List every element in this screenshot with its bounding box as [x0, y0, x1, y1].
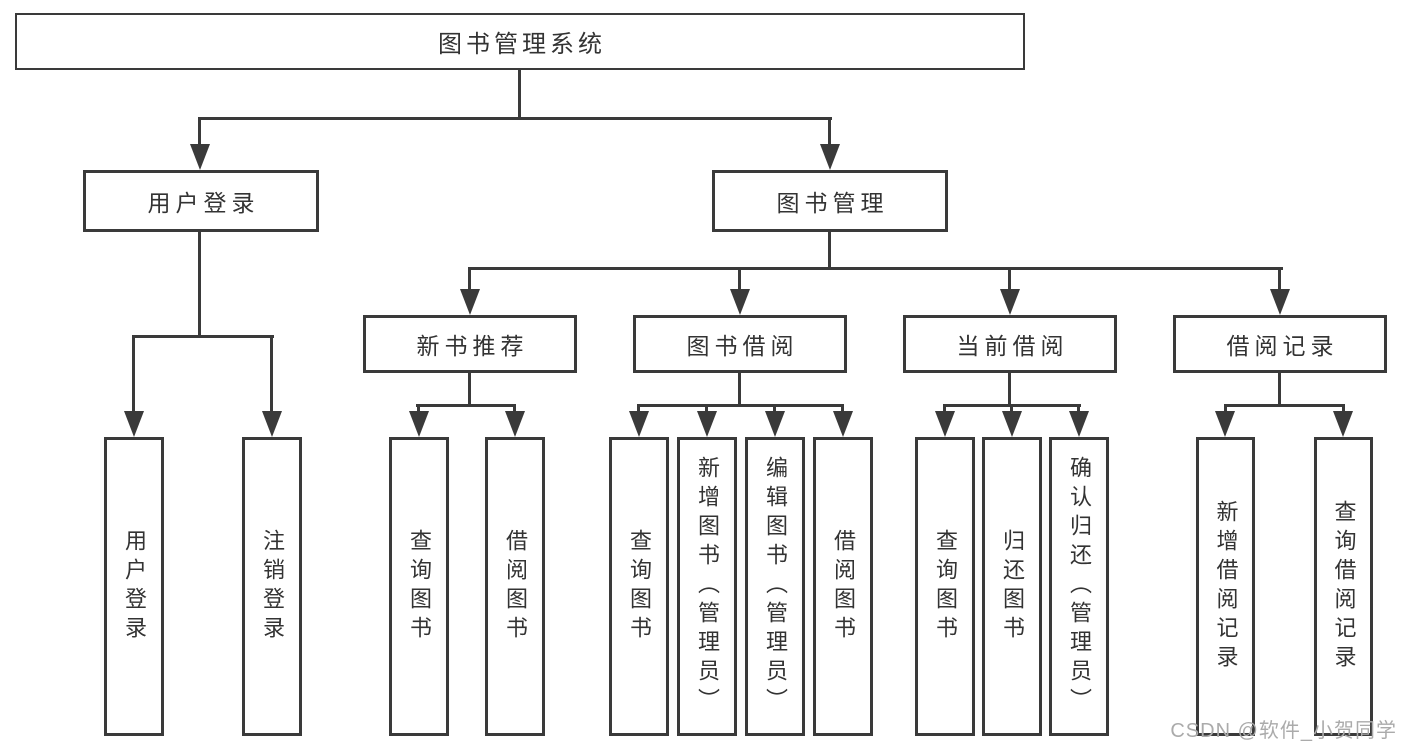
- node-book-management: 图书管理: [712, 170, 948, 232]
- arrowhead-borrow-1: [505, 411, 525, 437]
- node-book-management-label: 图书管理: [776, 190, 889, 216]
- node-borrow-records-label: 借阅记录: [1226, 333, 1339, 359]
- arrowhead-leaf-login: [124, 411, 144, 437]
- arrowhead-leaf-logout: [262, 411, 282, 437]
- arrowhead-borrow-2: [833, 411, 853, 437]
- node-user-login: 用户登录: [83, 170, 319, 232]
- connector-records-stem-1: [1224, 404, 1227, 414]
- leaf-query-books-1: 查询图书: [389, 437, 449, 736]
- connector-mgmt-stem-4: [1278, 267, 1281, 292]
- connector-current-stem-3: [1077, 404, 1080, 414]
- leaf-add-book-admin: 新增图书（管理员）: [677, 437, 737, 736]
- arrowhead-confirm-return: [1069, 411, 1089, 437]
- connector-borrow-stem-1: [637, 404, 640, 414]
- connector-records-v: [1278, 371, 1281, 407]
- leaf-confirm-return-admin: 确认归还（管理员）: [1049, 437, 1109, 736]
- leaf-add-borrow-record: 新增借阅记录: [1196, 437, 1255, 736]
- connector-borrow-stem-4: [841, 404, 844, 414]
- connector-mgmt-stem-3: [1008, 267, 1011, 292]
- node-new-book-recommend: 新书推荐: [363, 315, 577, 373]
- connector-login-v: [198, 230, 201, 337]
- arrowhead-query-record: [1333, 411, 1353, 437]
- arrowhead-book-mgmt: [820, 144, 840, 170]
- leaf-edit-book-admin-label: 编辑图书（管理员）: [763, 456, 788, 717]
- leaf-user-login: 用户登录: [104, 437, 164, 736]
- connector-login-h: [132, 335, 274, 338]
- node-root-label: 图书管理系统: [438, 31, 606, 58]
- arrowhead-query-1: [409, 411, 429, 437]
- node-current-borrow: 当前借阅: [903, 315, 1117, 373]
- connector-mgmt-v: [828, 230, 831, 270]
- arrowhead-user-login: [190, 144, 210, 170]
- leaf-confirm-return-admin-label: 确认归还（管理员）: [1067, 456, 1092, 717]
- arrowhead-edit-book: [765, 411, 785, 437]
- leaf-query-books-2-label: 查询图书: [627, 528, 652, 645]
- leaf-query-books-3: 查询图书: [915, 437, 975, 736]
- node-current-borrow-label: 当前借阅: [956, 333, 1069, 359]
- leaf-add-book-admin-label: 新增图书（管理员）: [695, 456, 720, 717]
- arrowhead-query-2: [629, 411, 649, 437]
- leaf-borrow-books-1: 借阅图书: [485, 437, 545, 736]
- node-borrow-records: 借阅记录: [1173, 315, 1387, 373]
- connector-borrow-stem-3: [773, 404, 776, 414]
- arrowhead-query-3: [935, 411, 955, 437]
- connector-login-stem-2: [270, 335, 273, 413]
- leaf-edit-book-admin: 编辑图书（管理员）: [745, 437, 805, 736]
- connector-records-stem-2: [1342, 404, 1345, 414]
- leaf-borrow-books-2: 借阅图书: [813, 437, 873, 736]
- leaf-logout: 注销登录: [242, 437, 302, 736]
- node-user-login-label: 用户登录: [147, 190, 260, 216]
- leaf-return-books: 归还图书: [982, 437, 1042, 736]
- connector-newbook-v: [468, 371, 471, 407]
- connector-current-v: [1008, 371, 1011, 407]
- arrowhead-return-book: [1002, 411, 1022, 437]
- csdn-watermark: CSDN @软件_小贺同学: [1170, 720, 1397, 742]
- leaf-borrow-books-1-label: 借阅图书: [503, 528, 528, 645]
- connector-newbook-stem-1: [417, 404, 420, 414]
- leaf-query-borrow-record-label: 查询借阅记录: [1331, 499, 1357, 674]
- node-book-borrow-label: 图书借阅: [686, 333, 799, 359]
- connector-mgmt-h: [468, 267, 1283, 270]
- node-root: 图书管理系统: [15, 13, 1025, 70]
- connector-mgmt-stem-1: [468, 267, 471, 292]
- connector-root-stem-1: [198, 117, 201, 147]
- connector-newbook-stem-2: [513, 404, 516, 414]
- node-new-book-recommend-label: 新书推荐: [416, 333, 529, 359]
- leaf-logout-label: 注销登录: [260, 528, 285, 645]
- node-book-borrow: 图书借阅: [633, 315, 847, 373]
- leaf-query-books-1-label: 查询图书: [407, 528, 432, 645]
- connector-mgmt-stem-2: [738, 267, 741, 292]
- connector-root-h: [198, 117, 832, 120]
- connector-current-stem-2: [1010, 404, 1013, 414]
- connector-records-h: [1224, 404, 1345, 407]
- connector-root-v: [518, 68, 521, 120]
- leaf-borrow-books-2-label: 借阅图书: [831, 528, 856, 645]
- arrowhead-add-record: [1215, 411, 1235, 437]
- leaf-query-books-3-label: 查询图书: [933, 528, 958, 645]
- arrowhead-new-book: [460, 289, 480, 315]
- leaf-query-borrow-record: 查询借阅记录: [1314, 437, 1373, 736]
- connector-root-stem-2: [828, 117, 831, 147]
- connector-current-stem-1: [943, 404, 946, 414]
- connector-borrow-v: [738, 371, 741, 407]
- arrowhead-add-book: [697, 411, 717, 437]
- arrowhead-current: [1000, 289, 1020, 315]
- leaf-user-login-label: 用户登录: [122, 528, 147, 645]
- connector-login-stem-1: [132, 335, 135, 413]
- connector-borrow-stem-2: [705, 404, 708, 414]
- connector-borrow-h: [637, 404, 844, 407]
- leaf-add-borrow-record-label: 新增借阅记录: [1213, 499, 1239, 674]
- arrowhead-records: [1270, 289, 1290, 315]
- leaf-query-books-2: 查询图书: [609, 437, 669, 736]
- connector-newbook-h: [416, 404, 516, 407]
- arrowhead-book-borrow: [730, 289, 750, 315]
- leaf-return-books-label: 归还图书: [1000, 528, 1025, 645]
